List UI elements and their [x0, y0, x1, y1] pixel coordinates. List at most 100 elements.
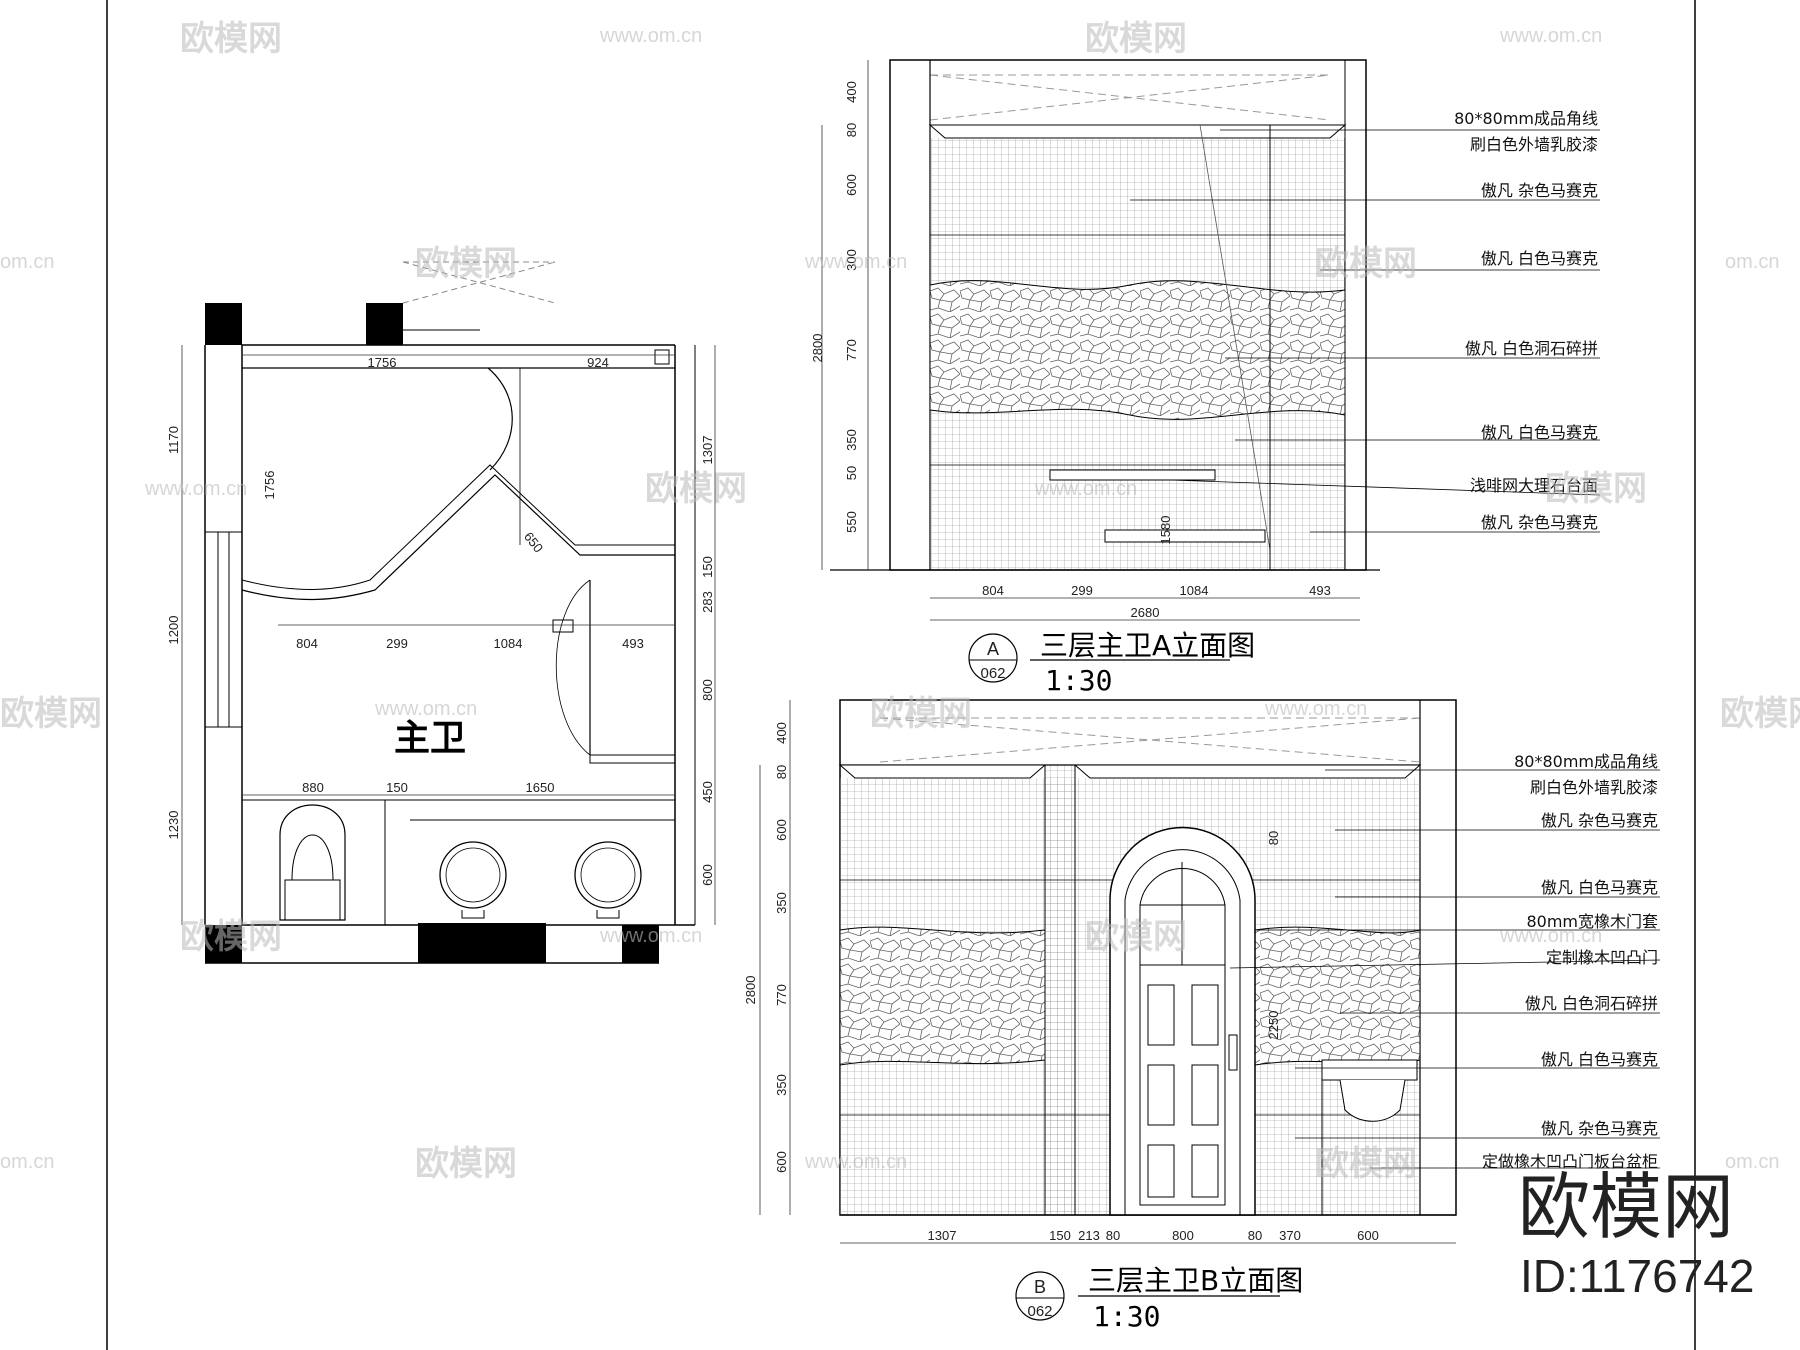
elev-b-label-7: 傲凡 白色洞石碎拼 [1525, 994, 1658, 1013]
elev-a-inner-dim: 1580 [1158, 516, 1173, 545]
dim-left-3: 1230 [166, 811, 181, 840]
floor-plan: 主卫 1756 924 804 299 1084 493 1170 1200 1… [166, 261, 716, 964]
room-label: 主卫 [394, 718, 466, 759]
elev-a-marker [968, 633, 1018, 683]
watermark-brand: 欧模网 [1085, 917, 1187, 957]
elev-b-marker [1015, 1271, 1065, 1321]
elev-b-dim-bottom-4: 80 [1106, 1228, 1120, 1243]
elev-b-dim-bottom-7: 370 [1279, 1228, 1301, 1243]
elev-a-label-6: 傲凡 白色马赛克 [1481, 423, 1598, 442]
watermark-url: www.om.cn [1034, 478, 1137, 500]
elev-a-dim-bottom-2: 299 [1071, 583, 1093, 598]
elev-b-dim-left-4: 350 [774, 892, 789, 914]
dim-vanity-3: 1650 [526, 780, 555, 795]
elev-b-label-1: 80*80mm成品角线 [1514, 752, 1658, 771]
elev-b-label-2: 刷白色外墙乳胶漆 [1530, 778, 1658, 797]
elev-a-label-2: 刷白色外墙乳胶漆 [1470, 135, 1598, 154]
elev-a-dim-bottom-total: 2680 [1131, 605, 1160, 620]
dim-right-6: 600 [700, 864, 715, 886]
watermark-brand: 欧模网 [180, 19, 282, 59]
elev-b-dim-total: 2800 [743, 976, 758, 1005]
watermark-url-short: om.cn [1725, 1151, 1779, 1173]
elev-a-label-1: 80*80mm成品角线 [1454, 109, 1598, 128]
elev-a-dim-bottom-3: 1084 [1180, 583, 1209, 598]
elev-a-label-8: 傲凡 杂色马赛克 [1481, 513, 1598, 532]
model-id: ID:1176742 [1520, 1250, 1754, 1302]
dim-left-1: 1170 [166, 426, 181, 454]
watermark-url-short: om.cn [0, 251, 54, 273]
elev-b-title: 三层主卫B立面图 [1088, 1264, 1303, 1297]
elev-a-label-4: 傲凡 白色马赛克 [1481, 249, 1598, 268]
elev-a-dim-left-4: 300 [844, 249, 859, 271]
brand-watermark-large: 欧模网 [1518, 1165, 1734, 1249]
elev-a-title: 三层主卫A立面图 [1040, 629, 1255, 662]
watermark-url: www.om.cn [1264, 698, 1367, 720]
elev-b-dim-left-7: 600 [774, 1151, 789, 1173]
elev-b-label-10: 定做橡木凹凸门板台盆柜 [1482, 1152, 1658, 1171]
elev-b-inner-dim-2: 2250 [1266, 1011, 1281, 1040]
elev-b-label-4: 傲凡 白色马赛克 [1541, 878, 1658, 897]
elev-b-dim-left-2: 80 [774, 765, 789, 779]
elev-a-dim-bottom-1: 804 [982, 583, 1004, 598]
watermark-brand: 欧模网 [1545, 469, 1647, 509]
elev-b-dim-left-6: 350 [774, 1074, 789, 1096]
dim-mid-2: 299 [386, 636, 408, 651]
threshold-block [418, 923, 546, 963]
watermark-brand: 欧模网 [645, 469, 747, 509]
elev-b-marker-sheet: 062 [1027, 1303, 1052, 1320]
elev-a-label-7: 浅啡网大理石台面 [1470, 476, 1598, 495]
dim-mid-4: 493 [622, 636, 644, 651]
dim-right-3: 283 [700, 591, 715, 613]
column-block [366, 303, 403, 345]
elev-a-dim-left-1: 400 [844, 81, 859, 103]
watermark-brand: 欧模网 [415, 1144, 517, 1184]
elev-a-dim-bottom-4: 493 [1309, 583, 1331, 598]
watermark-url: www.om.cn [599, 25, 702, 47]
watermark-url-short: om.cn [0, 1151, 54, 1173]
watermark-brand: 欧模网 [0, 694, 102, 734]
column-block [205, 303, 242, 345]
elev-a-marker-letter: A [987, 639, 999, 659]
elev-b-label-6: 定制橡木凹凸门 [1546, 948, 1658, 967]
dim-right-4: 800 [700, 679, 715, 701]
elev-b-dim-bottom-6: 80 [1248, 1228, 1262, 1243]
elev-a-dim-left-2: 80 [844, 123, 859, 137]
elev-a-scale: 1:30 [1045, 664, 1112, 697]
elev-b-label-5: 80mm宽橡木门套 [1526, 912, 1658, 931]
dim-top-1: 1756 [368, 355, 397, 370]
watermark-brand: 欧模网 [870, 694, 972, 734]
watermark-brand: 欧模网 [1315, 1144, 1417, 1184]
elevation-b: 2800 400 80 600 350 770 350 600 80 2250 … [743, 699, 1661, 1333]
elev-b-dim-left-3: 600 [774, 819, 789, 841]
column-block [622, 925, 659, 963]
watermark-brand: 欧模网 [415, 244, 517, 284]
dim-inner-1: 1756 [262, 471, 277, 500]
watermark-brand: 欧模网 [1720, 694, 1800, 734]
elev-a-label-3: 傲凡 杂色马赛克 [1481, 181, 1598, 200]
dim-vanity-2: 150 [386, 780, 408, 795]
dim-right-5: 450 [700, 781, 715, 803]
watermark-brand: 欧模网 [1085, 19, 1187, 59]
elev-b-label-8: 傲凡 白色马赛克 [1541, 1050, 1658, 1069]
elevation-a: 2800 400 80 600 300 770 350 50 550 1580 … [810, 59, 1601, 697]
elev-a-dim-left-8: 550 [844, 511, 859, 533]
watermark-url: www.om.cn [599, 925, 702, 947]
elev-a-dim-left-5: 770 [844, 339, 859, 361]
watermark-url: www.om.cn [1499, 25, 1602, 47]
elev-b-dim-bottom-3: 213 [1078, 1228, 1100, 1243]
watermark-url: www.om.cn [804, 251, 907, 273]
elev-b-inner-dim-1: 80 [1266, 831, 1281, 845]
dim-right-2: 150 [700, 556, 715, 578]
watermark-url: www.om.cn [144, 478, 247, 500]
elev-b-dim-left-1: 400 [774, 722, 789, 744]
elev-a-dim-total: 2800 [810, 334, 825, 363]
watermark-url: www.om.cn [1499, 925, 1602, 947]
elev-b-dim-bottom-5: 800 [1172, 1228, 1194, 1243]
elev-b-label-3: 傲凡 杂色马赛克 [1541, 811, 1658, 830]
elev-a-marker-sheet: 062 [980, 665, 1005, 682]
elev-a-dim-left-7: 50 [844, 466, 859, 480]
watermark-url: www.om.cn [374, 698, 477, 720]
elev-a-label-5: 傲凡 白色洞石碎拼 [1465, 339, 1598, 358]
watermark-url: www.om.cn [804, 1151, 907, 1173]
